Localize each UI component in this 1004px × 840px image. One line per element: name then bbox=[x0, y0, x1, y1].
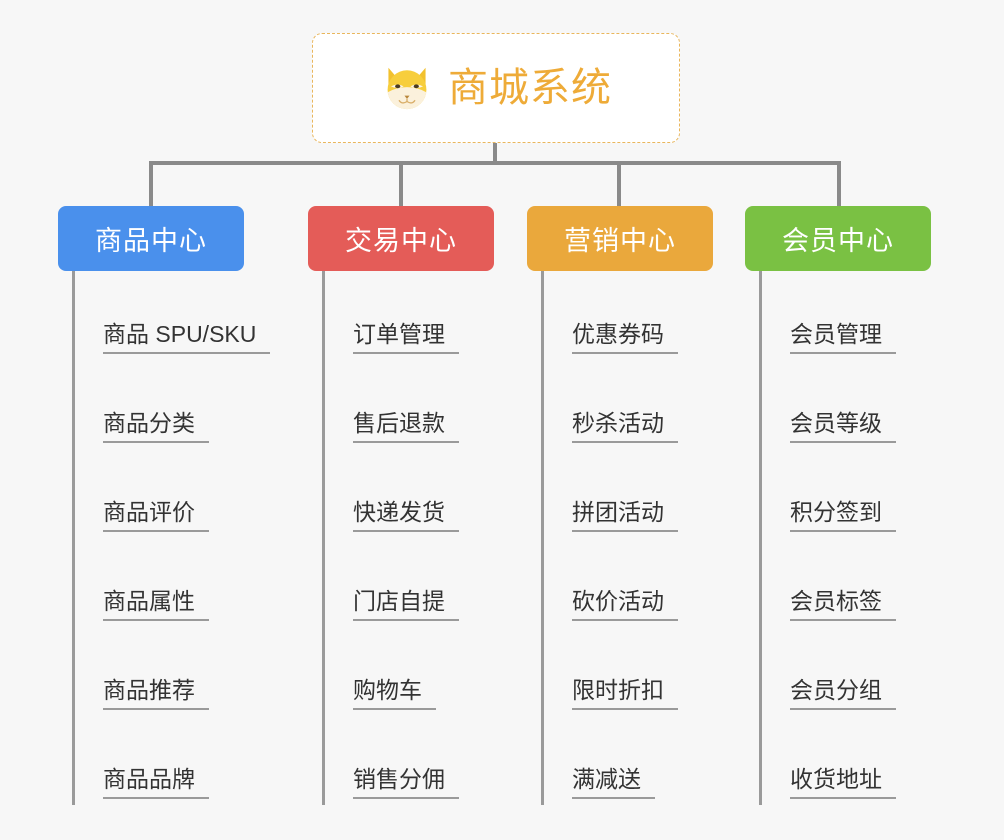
leaf-item[interactable]: 门店自提 bbox=[323, 538, 538, 627]
leaf-list-marketing-center: 优惠券码 秒杀活动 拼团活动 砍价活动 限时折扣 满减送 bbox=[542, 271, 757, 805]
leaf-item[interactable]: 快递发货 bbox=[323, 449, 538, 538]
leaf-list-member-center: 会员管理 会员等级 积分签到 会员标签 会员分组 收货地址 bbox=[760, 271, 975, 805]
connector-root-stem bbox=[493, 143, 497, 165]
leaf-item[interactable]: 会员分组 bbox=[760, 627, 975, 716]
leaf-label: 会员标签 bbox=[790, 588, 896, 621]
trunk-line-product-center bbox=[72, 271, 75, 805]
leaf-label: 门店自提 bbox=[353, 588, 459, 621]
leaf-item[interactable]: 商品 SPU/SKU bbox=[73, 271, 288, 360]
category-box-trade-center[interactable]: 交易中心 bbox=[308, 206, 494, 271]
leaf-label: 售后退款 bbox=[353, 410, 459, 443]
leaf-item[interactable]: 秒杀活动 bbox=[542, 360, 757, 449]
root-node[interactable]: 商城系统 bbox=[312, 33, 680, 143]
leaf-item[interactable]: 售后退款 bbox=[323, 360, 538, 449]
leaf-list-product-center: 商品 SPU/SKU 商品分类 商品评价 商品属性 商品推荐 商品品牌 bbox=[73, 271, 288, 805]
root-title: 商城系统 bbox=[448, 66, 612, 110]
trunk-line-marketing-center bbox=[541, 271, 544, 805]
leaf-item[interactable]: 商品评价 bbox=[73, 449, 288, 538]
leaf-label: 砍价活动 bbox=[572, 588, 678, 621]
leaf-label: 快递发货 bbox=[353, 499, 459, 532]
leaf-label: 秒杀活动 bbox=[572, 410, 678, 443]
connector-drop-product-center bbox=[149, 161, 153, 208]
leaf-item[interactable]: 商品品牌 bbox=[73, 716, 288, 805]
trunk-line-member-center bbox=[759, 271, 762, 805]
leaf-item[interactable]: 订单管理 bbox=[323, 271, 538, 360]
leaf-item[interactable]: 商品推荐 bbox=[73, 627, 288, 716]
leaf-item[interactable]: 砍价活动 bbox=[542, 538, 757, 627]
leaf-item[interactable]: 购物车 bbox=[323, 627, 538, 716]
leaf-item[interactable]: 限时折扣 bbox=[542, 627, 757, 716]
category-box-product-center[interactable]: 商品中心 bbox=[58, 206, 244, 271]
category-box-member-center[interactable]: 会员中心 bbox=[745, 206, 931, 271]
leaf-list-trade-center: 订单管理 售后退款 快递发货 门店自提 购物车 销售分佣 bbox=[323, 271, 538, 805]
leaf-item[interactable]: 商品属性 bbox=[73, 538, 288, 627]
leaf-label: 商品推荐 bbox=[103, 677, 209, 710]
leaf-item[interactable]: 销售分佣 bbox=[323, 716, 538, 805]
leaf-item[interactable]: 会员管理 bbox=[760, 271, 975, 360]
leaf-item[interactable]: 会员标签 bbox=[760, 538, 975, 627]
leaf-label: 积分签到 bbox=[790, 499, 896, 532]
leaf-item[interactable]: 满减送 bbox=[542, 716, 757, 805]
leaf-label: 限时折扣 bbox=[572, 677, 678, 710]
connector-drop-trade-center bbox=[399, 161, 403, 208]
leaf-item[interactable]: 会员等级 bbox=[760, 360, 975, 449]
category-label-marketing-center: 营销中心 bbox=[564, 226, 676, 256]
leaf-label: 商品品牌 bbox=[103, 766, 209, 799]
leaf-label: 商品 SPU/SKU bbox=[103, 321, 271, 354]
leaf-label: 会员管理 bbox=[790, 321, 896, 354]
category-label-member-center: 会员中心 bbox=[782, 226, 894, 256]
category-label-trade-center: 交易中心 bbox=[345, 226, 457, 256]
leaf-label: 订单管理 bbox=[353, 321, 459, 354]
connector-drop-marketing-center bbox=[617, 161, 621, 208]
leaf-item[interactable]: 积分签到 bbox=[760, 449, 975, 538]
leaf-label: 满减送 bbox=[572, 766, 655, 799]
leaf-item[interactable]: 优惠券码 bbox=[542, 271, 757, 360]
trunk-line-trade-center bbox=[322, 271, 325, 805]
connector-drop-member-center bbox=[837, 161, 841, 208]
leaf-item[interactable]: 商品分类 bbox=[73, 360, 288, 449]
category-box-marketing-center[interactable]: 营销中心 bbox=[527, 206, 713, 271]
leaf-label: 商品属性 bbox=[103, 588, 209, 621]
leaf-label: 会员分组 bbox=[790, 677, 896, 710]
shiba-dog-face-icon bbox=[387, 67, 427, 110]
category-label-product-center: 商品中心 bbox=[95, 226, 207, 256]
leaf-label: 购物车 bbox=[353, 677, 436, 710]
leaf-label: 优惠券码 bbox=[572, 321, 678, 354]
leaf-label: 商品评价 bbox=[103, 499, 209, 532]
leaf-item[interactable]: 收货地址 bbox=[760, 716, 975, 805]
leaf-label: 拼团活动 bbox=[572, 499, 678, 532]
connector-horizontal-bus bbox=[149, 161, 841, 165]
leaf-label: 会员等级 bbox=[790, 410, 896, 443]
leaf-label: 销售分佣 bbox=[353, 766, 459, 799]
leaf-label: 商品分类 bbox=[103, 410, 209, 443]
leaf-label: 收货地址 bbox=[790, 766, 896, 799]
leaf-item[interactable]: 拼团活动 bbox=[542, 449, 757, 538]
